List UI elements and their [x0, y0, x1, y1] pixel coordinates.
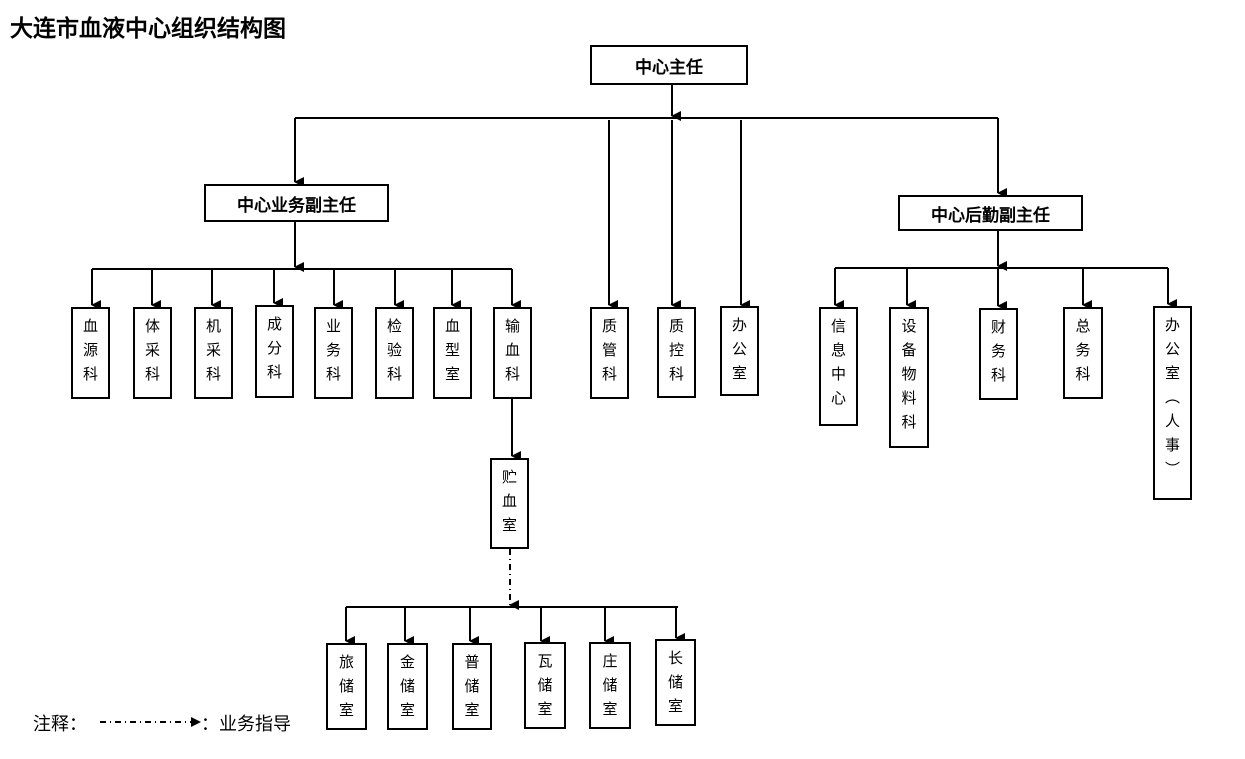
- node-storage-room: 贮血室: [490, 458, 529, 549]
- node-label: 输血科: [503, 318, 521, 390]
- node-label: 办公室（人事）: [1163, 317, 1181, 485]
- page-title: 大连市血液中心组织结构图: [10, 15, 286, 42]
- node-business-dept: 成分科: [255, 305, 294, 398]
- node-label: 财务科: [989, 319, 1007, 391]
- node-storage-branch: 普储室: [452, 643, 492, 730]
- node-business-dept: 体采科: [133, 307, 172, 399]
- node-label: 血源科: [81, 318, 99, 390]
- node-label: 信息中心: [829, 318, 847, 414]
- legend-suffix: ：业务指导: [201, 714, 291, 735]
- node-label: 瓦储室: [535, 653, 554, 725]
- node-label: 检验科: [385, 318, 403, 390]
- node-label: 庄储室: [600, 653, 619, 725]
- node-label: 业务科: [324, 318, 342, 390]
- node-label: 贮血室: [500, 469, 518, 541]
- node-label: 金储室: [398, 654, 416, 726]
- node-label: 设备物料科: [899, 318, 918, 438]
- node-label: 机采科: [204, 318, 222, 390]
- node-label: 办公室: [730, 317, 748, 389]
- node-direct-dept: 质控科: [657, 307, 696, 398]
- node-deputy-business: 中心业务副主任: [204, 184, 389, 222]
- node-business-dept: 血型室: [433, 307, 472, 399]
- node-logistics-dept: 设备物料科: [889, 307, 929, 448]
- node-deputy-logistics: 中心后勤副主任: [898, 195, 1083, 231]
- node-business-dept: 业务科: [314, 307, 353, 399]
- node-label: 旅储室: [337, 654, 355, 726]
- node-label: 体采科: [143, 318, 161, 390]
- node-business-dept: 检验科: [375, 307, 414, 399]
- node-storage-branch: 长储室: [655, 639, 696, 726]
- node-logistics-dept: 办公室（人事）: [1153, 306, 1192, 500]
- node-business-dept: 血源科: [71, 307, 110, 399]
- node-logistics-dept: 总务科: [1063, 307, 1103, 399]
- node-label: 质控科: [667, 318, 685, 390]
- node-direct-dept: 办公室: [720, 306, 759, 396]
- node-business-dept: 机采科: [194, 307, 233, 399]
- node-logistics-dept: 信息中心: [819, 307, 858, 426]
- node-label: 长储室: [666, 650, 684, 722]
- node-business-dept: 输血科: [493, 307, 532, 399]
- node-direct-dept: 质管科: [590, 307, 629, 399]
- node-logistics-dept: 财务科: [979, 308, 1018, 400]
- node-storage-branch: 金储室: [387, 643, 428, 730]
- node-storage-branch: 庄储室: [589, 642, 631, 729]
- node-label: 成分科: [265, 316, 283, 388]
- node-storage-branch: 旅储室: [326, 643, 367, 730]
- node-label: 普储室: [462, 654, 481, 726]
- node-label: 血型室: [443, 318, 461, 390]
- node-label: 总务科: [1073, 318, 1092, 390]
- legend-prefix: 注释：: [33, 714, 87, 735]
- node-storage-branch: 瓦储室: [524, 642, 566, 729]
- node-label: 质管科: [600, 318, 618, 390]
- node-director: 中心主任: [590, 45, 748, 85]
- legend: 注释： ：业务指导: [33, 710, 291, 736]
